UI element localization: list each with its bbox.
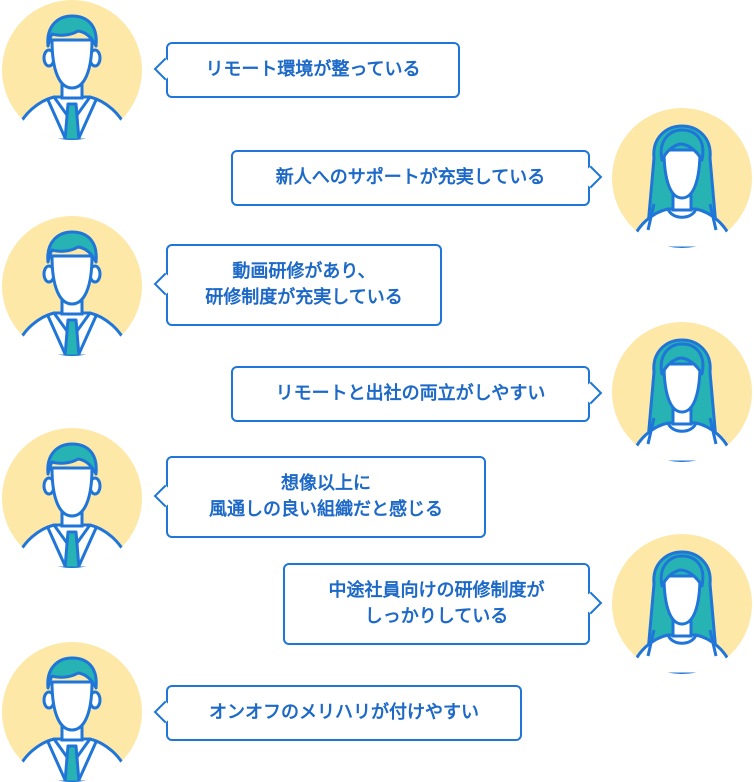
man-icon	[2, 0, 142, 140]
comment-text: 新人へのサポートが充実している	[275, 167, 546, 188]
comment-bubble: 動画研修があり、 研修制度が充実している	[166, 244, 442, 326]
comment-bubble: リモートと出社の両立がしやすい	[231, 366, 590, 422]
man-icon	[2, 428, 142, 568]
comment-text: オンオフのメリハリが付けやすい	[209, 702, 479, 723]
comment-text: リモート環境が整っている	[205, 59, 421, 80]
comment-text: リモートと出社の両立がしやすい	[275, 383, 546, 404]
man-icon	[2, 216, 142, 356]
comment-bubble: 想像以上に 風通しの良い組織だと感じる	[166, 456, 486, 538]
woman-icon	[612, 534, 752, 674]
comment-bubble: 中途社員向けの研修制度が しっかりしている	[283, 563, 590, 645]
comment-bubble: リモート環境が整っている	[166, 42, 460, 98]
comment-bubble: 新人へのサポートが充実している	[231, 150, 590, 206]
comment-text-line-2: 研修制度が充実している	[205, 287, 403, 308]
comment-text-line-2: しっかりしている	[364, 606, 509, 627]
woman-icon	[612, 322, 752, 462]
man-icon	[2, 642, 142, 782]
comment-text-line-1: 想像以上に	[281, 473, 371, 494]
comment-text-line-1: 動画研修があり、	[232, 261, 376, 282]
comment-text-line-2: 風通しの良い組織だと感じる	[209, 499, 443, 520]
comment-bubble: オンオフのメリハリが付けやすい	[166, 685, 522, 741]
woman-icon	[612, 108, 752, 248]
comment-text-line-1: 中途社員向けの研修制度が	[328, 580, 545, 601]
